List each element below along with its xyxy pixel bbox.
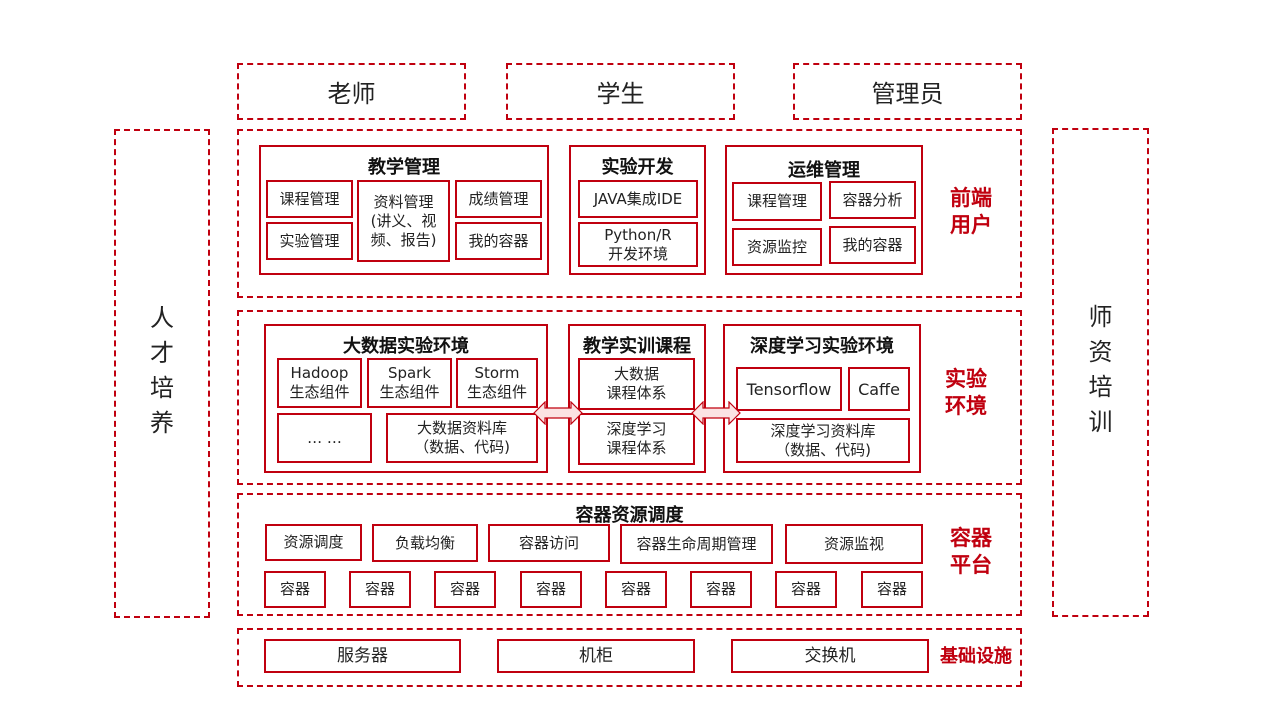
storm-component[interactable]: Storm 生态组件	[456, 358, 538, 408]
grade-management-button[interactable]: 成绩管理	[455, 180, 542, 218]
container-scheduling-title: 容器资源调度	[575, 505, 684, 526]
caffe-component[interactable]: Caffe	[848, 367, 910, 411]
ops-management-title: 运维管理	[788, 160, 860, 181]
role-admin: 管理员	[793, 63, 1022, 120]
container-node[interactable]: 容器	[520, 571, 582, 608]
container-platform-layer: 容器 资源调度	[237, 493, 1022, 616]
infrastructure-layer	[237, 628, 1022, 687]
load-balancing-button[interactable]: 负载均衡	[372, 524, 478, 562]
bigdata-curriculum[interactable]: 大数据 课程体系	[578, 358, 695, 410]
container-node[interactable]: 容器	[775, 571, 837, 608]
course-management-button[interactable]: 课程管理	[266, 180, 353, 218]
container-node[interactable]: 容器	[690, 571, 752, 608]
container-node[interactable]: 容器	[264, 571, 326, 608]
cabinet-node[interactable]: 机柜	[497, 639, 695, 673]
java-ide-button[interactable]: JAVA集成IDE	[578, 180, 698, 218]
more-components[interactable]: … …	[277, 413, 372, 463]
teacher-training-label: 师 资 培 训	[1088, 303, 1113, 436]
ops-course-management-button[interactable]: 课程管理	[732, 182, 822, 221]
talent-training-label: 人 才 培 养	[150, 304, 174, 437]
resource-scheduling-button[interactable]: 资源调度	[265, 524, 362, 561]
container-node[interactable]: 容器	[861, 571, 923, 608]
deeplearning-repository[interactable]: 深度学习资料库 （数据、代码)	[736, 418, 910, 463]
container-access-button[interactable]: 容器访问	[488, 524, 610, 562]
switch-node[interactable]: 交换机	[731, 639, 929, 673]
experiment-layer	[237, 310, 1022, 485]
container-node[interactable]: 容器	[605, 571, 667, 608]
role-student: 学生	[506, 63, 735, 120]
double-arrow-icon	[691, 401, 741, 425]
deeplearning-curriculum[interactable]: 深度学习 课程体系	[578, 413, 695, 465]
experiment-layer-label: 实验 环境	[945, 367, 987, 418]
container-analysis-button[interactable]: 容器分析	[829, 181, 916, 219]
talent-training-panel: 人 才 培 养	[114, 129, 210, 618]
frontend-layer	[237, 129, 1022, 298]
bigdata-repository[interactable]: 大数据资料库 （数据、代码)	[386, 413, 538, 463]
ops-my-container-button[interactable]: 我的容器	[829, 226, 916, 264]
bigdata-env-title: 大数据实验环境	[343, 336, 469, 357]
spark-component[interactable]: Spark 生态组件	[367, 358, 452, 408]
container-node[interactable]: 容器	[349, 571, 411, 608]
container-lifecycle-button[interactable]: 容器生命周期管理	[620, 524, 773, 564]
container-platform-label: 容器 平台	[950, 526, 992, 577]
resource-watch-button[interactable]: 资源监视	[785, 524, 923, 564]
experiment-management-button[interactable]: 实验管理	[266, 222, 353, 260]
materials-management-button[interactable]: 资料管理 (讲义、视 频、报告)	[357, 180, 450, 262]
tensorflow-component[interactable]: Tensorflow	[736, 367, 842, 411]
teacher-training-panel: 师 资 培 训	[1052, 128, 1149, 617]
my-container-button[interactable]: 我的容器	[455, 222, 542, 260]
deeplearning-env-title: 深度学习实验环境	[750, 336, 894, 357]
python-r-env-button[interactable]: Python/R 开发环境	[578, 222, 698, 267]
container-node[interactable]: 容器	[434, 571, 496, 608]
hadoop-component[interactable]: Hadoop 生态组件	[277, 358, 362, 408]
double-arrow-icon	[533, 401, 583, 425]
infrastructure-label: 基础设施	[940, 646, 1012, 667]
resource-monitoring-button[interactable]: 资源监控	[732, 228, 822, 266]
teaching-management-title: 教学管理	[368, 157, 440, 178]
role-teacher: 老师	[237, 63, 466, 120]
teaching-course-title: 教学实训课程	[583, 336, 691, 357]
experiment-development-title: 实验开发	[601, 157, 674, 178]
frontend-layer-label: 前端 用户	[950, 186, 992, 237]
server-node[interactable]: 服务器	[264, 639, 461, 673]
